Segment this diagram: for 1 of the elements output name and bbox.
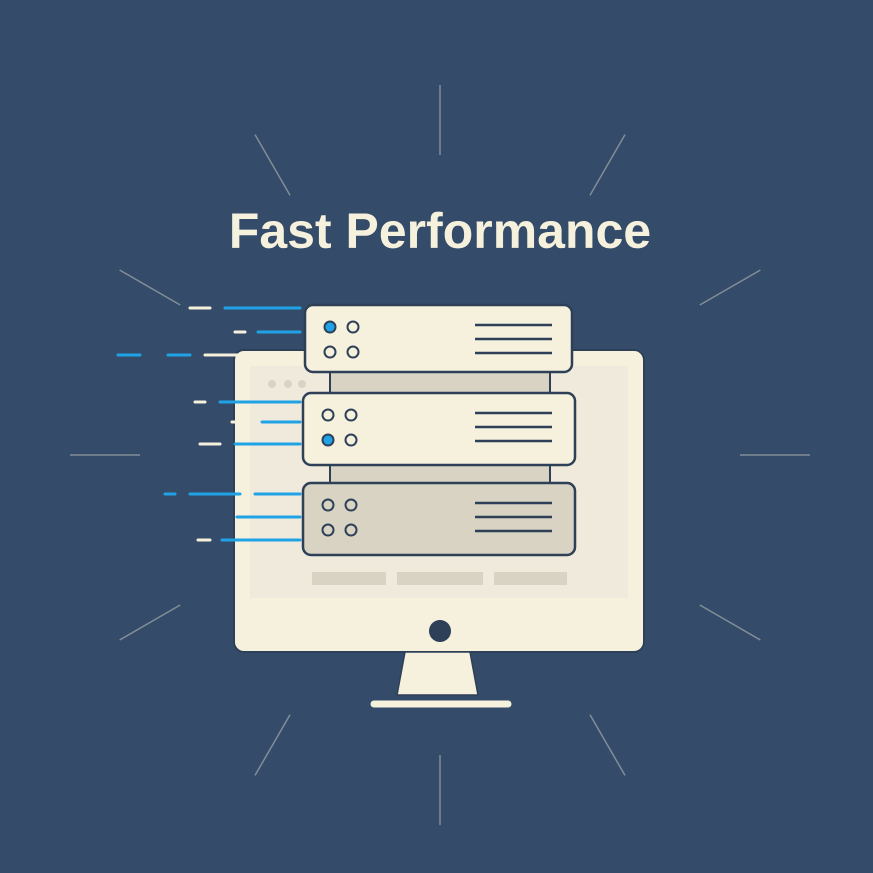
title: Fast Performance xyxy=(232,212,650,248)
